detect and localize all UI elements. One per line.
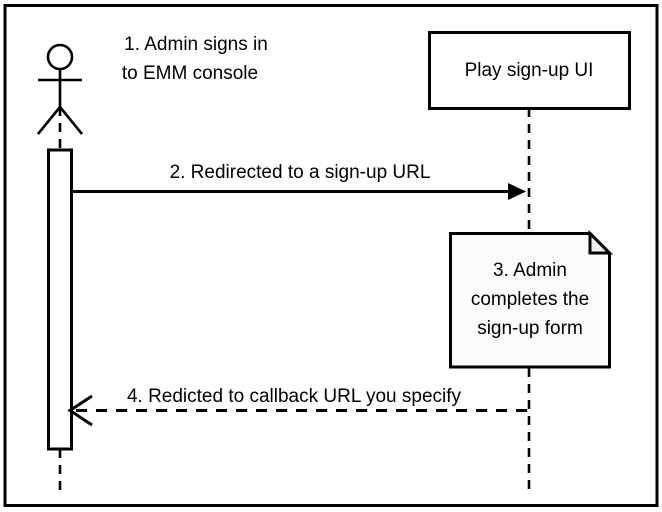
message-2-arrowhead-icon bbox=[508, 183, 526, 200]
actor-leg-right-icon bbox=[58, 106, 84, 135]
participant-label: Play sign-up UI bbox=[465, 60, 594, 81]
activation-bar-admin[interactable] bbox=[47, 148, 73, 451]
message-2[interactable]: 2. Redirected to a sign-up URL bbox=[72, 162, 526, 200]
annotation-1-line-2: to EMM console bbox=[122, 63, 258, 84]
participant-admin[interactable] bbox=[36, 43, 84, 135]
note-3-fold-icon bbox=[588, 229, 614, 255]
message-4[interactable]: 4. Redicted to callback URL you specify bbox=[67, 386, 527, 427]
actor-leg-left-icon bbox=[36, 106, 62, 135]
message-2-label: 2. Redirected to a sign-up URL bbox=[170, 162, 431, 183]
annotation-1: 1. Admin signs in to EMM console bbox=[122, 34, 268, 84]
note-3-body bbox=[449, 232, 611, 369]
note-3-line-2: completes the bbox=[471, 289, 589, 310]
message-4-label: 4. Redicted to callback URL you specify bbox=[127, 386, 462, 407]
annotation-1-line-1: 1. Admin signs in bbox=[124, 34, 268, 55]
message-4-arrowhead-icon bbox=[67, 394, 93, 427]
actor-head-icon bbox=[46, 43, 74, 71]
note-3-line-3: sign-up form bbox=[477, 318, 583, 339]
participant-play-signup-ui[interactable]: Play sign-up UI bbox=[428, 31, 631, 110]
note-3[interactable]: 3. Admin completes the sign-up form bbox=[449, 229, 614, 369]
note-3-line-1: 3. Admin bbox=[493, 260, 567, 281]
